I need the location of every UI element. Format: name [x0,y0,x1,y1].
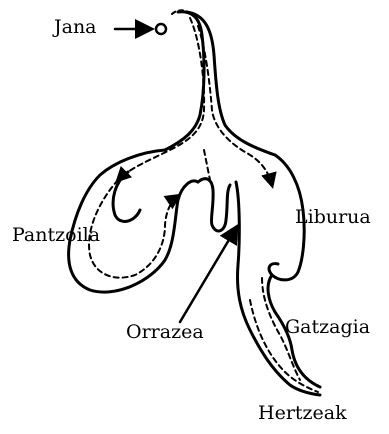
food-path-down [118,18,204,180]
label-pantzoila: Pantzoila [12,226,100,245]
label-jana: Jana [54,18,97,37]
food-path-reticulum [204,150,210,180]
label-hertzeak: Hertzeak [258,404,347,423]
pantzoila-lobe [113,172,140,221]
label-orrazea: Orrazea [126,323,204,342]
food-path-up [198,26,272,185]
pantzoila-outline [69,150,198,292]
label-gatzagia: Gatzagia [285,318,370,337]
esophagus-right-wall [186,12,275,155]
orrazea-outline [198,179,230,231]
label-liburua: Liburua [295,208,371,227]
orrazea-arrow [180,228,236,322]
mouth-opening [156,24,166,34]
